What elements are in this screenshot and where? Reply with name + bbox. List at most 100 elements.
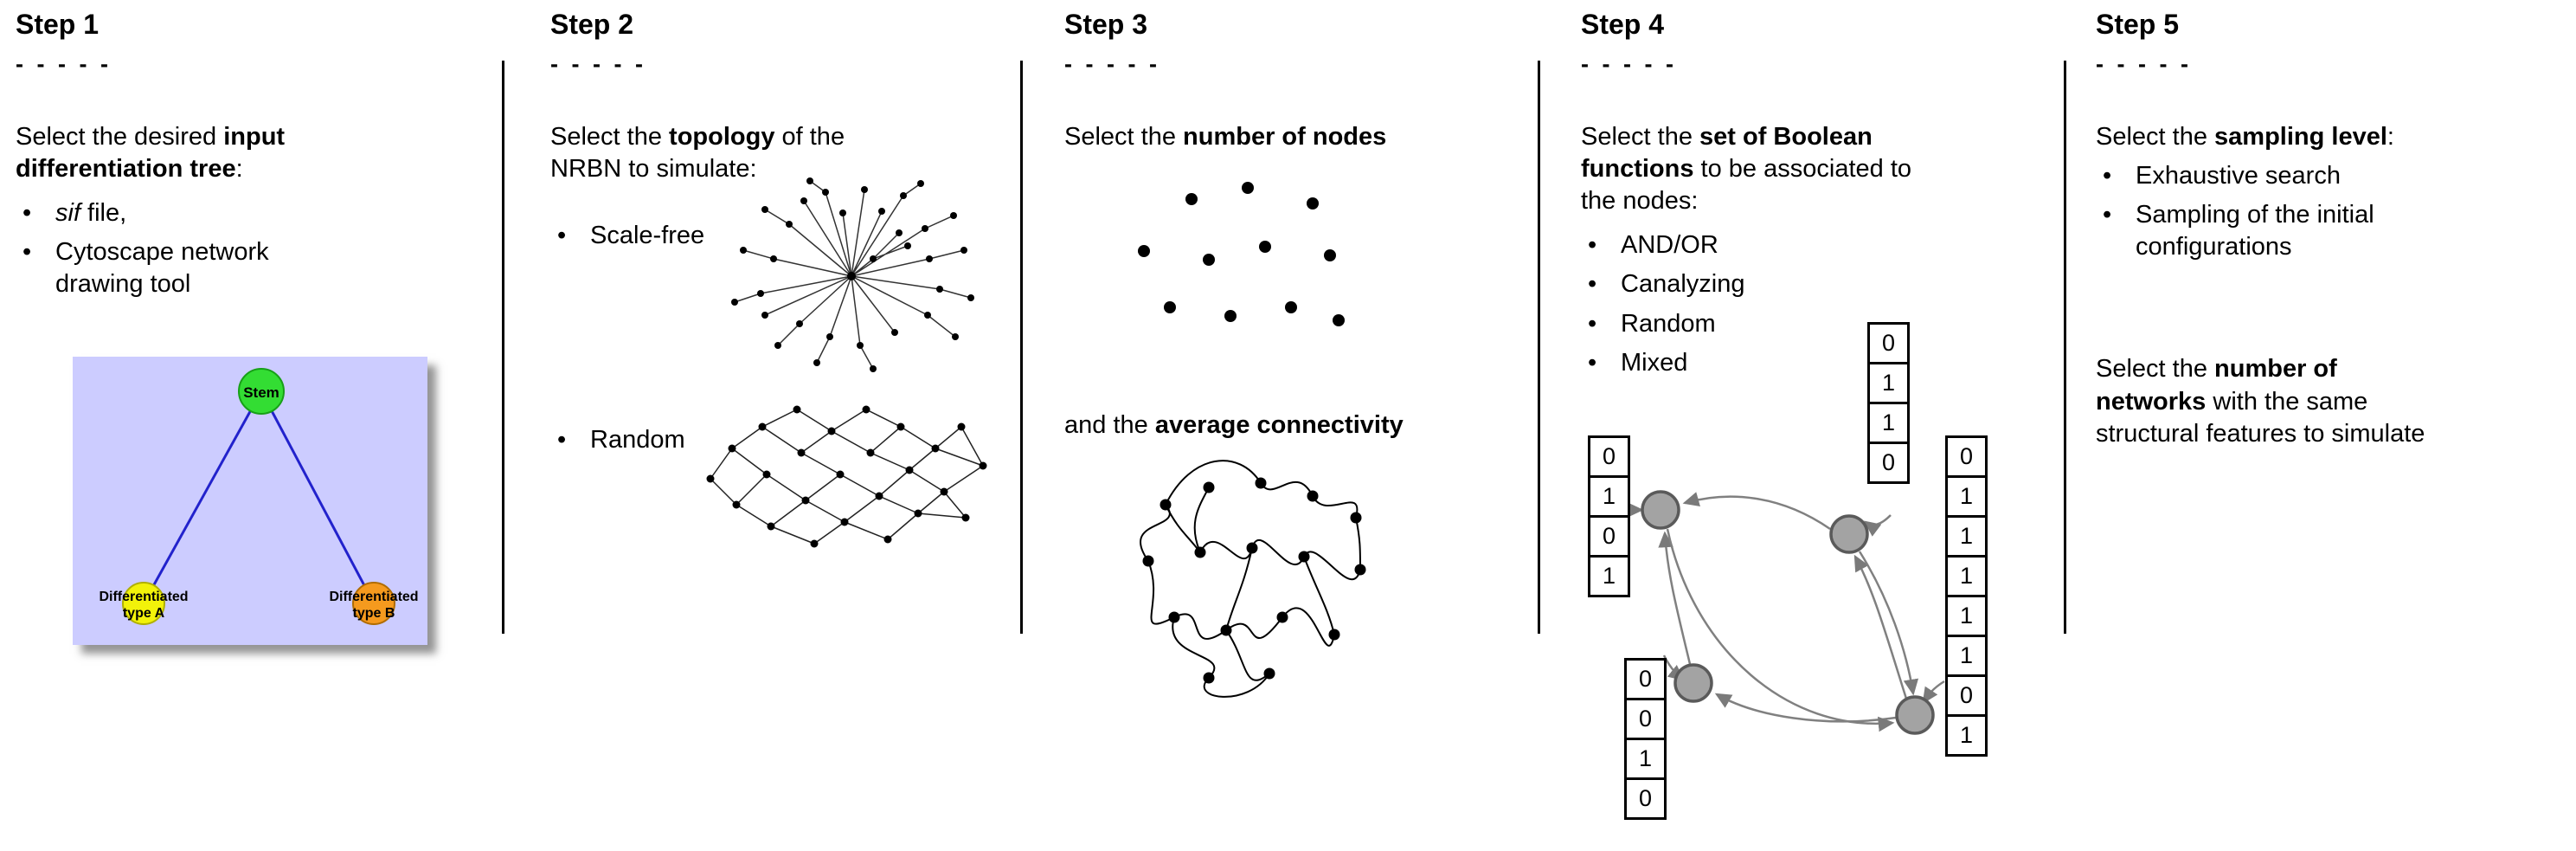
step1-intro-bold1: input: [223, 123, 286, 151]
truth-table-cell: 0: [1588, 435, 1630, 478]
step2-column: Step 2 - - - - - Select the topology of …: [550, 0, 1009, 577]
truth-table-cell: 0: [1624, 658, 1667, 700]
truth-table-cell: 1: [1945, 714, 1988, 757]
step4-dashes: - - - - -: [1581, 51, 1677, 77]
type-a-node: [122, 581, 165, 625]
step5-para2-pre: Select the: [2096, 355, 2215, 384]
stem-node: [238, 367, 285, 415]
step5-bullet2-line2: configurations: [2136, 233, 2292, 261]
connectivity-nodes: [1142, 477, 1366, 684]
boolean-network-nodes: [1641, 490, 1935, 735]
truth-table-cell: 1: [1624, 738, 1667, 780]
step4-bullet-list: AND/OR Canalyzing Random Mixed: [1581, 229, 2048, 379]
step1-bullet1-rest: file,: [80, 199, 127, 228]
step5-para2-line3: structural features to simulate: [2096, 419, 2425, 448]
step3-line1-pre: Select the: [1064, 123, 1184, 151]
step1-title: Step 1: [16, 9, 100, 40]
step2-bullet-random: Random: [550, 424, 685, 456]
step1-bullet2-line1: Cytoscape network: [55, 238, 269, 267]
step4-bullet-random: Random: [1581, 308, 2048, 340]
step1-bullet2-line2: drawing tool: [55, 270, 191, 299]
step5-bullet-exhaustive: Exhaustive search: [2096, 160, 2567, 192]
truth-table-cell: 1: [1945, 555, 1988, 597]
step4-intro-post: to be associated to: [1693, 155, 1911, 184]
step5-intro-post: :: [2386, 123, 2394, 151]
truth-table-cell: 1: [1867, 402, 1910, 444]
step5-intro: Select the sampling level:: [2096, 121, 2567, 153]
scale-free-nodes: [731, 177, 974, 373]
truth-table-cell: 1: [1945, 515, 1988, 558]
type-b-node: [352, 581, 395, 625]
truth-table-cell: 1: [1588, 555, 1630, 597]
type-a-label-line1: Differentiated: [99, 590, 188, 604]
scale-free-row: Scale-free: [550, 177, 1009, 376]
step2-intro-line2: NRBN to simulate:: [550, 155, 757, 184]
step5-intro-bold: sampling level: [2214, 123, 2387, 151]
step1-dashes: - - - - -: [16, 51, 112, 77]
step5-column: Step 5 - - - - - Select the sampling lev…: [2096, 0, 2567, 450]
truth-table-cell: 1: [1867, 362, 1910, 404]
step2-bullet-list-1: Scale-free: [550, 213, 710, 252]
step5-para2-post: with the same: [2206, 387, 2368, 416]
step5-para2-bold2: networks: [2096, 387, 2207, 416]
boolean-network-arrows: [1627, 492, 1945, 732]
type-a-label-line2: type A: [123, 606, 165, 621]
type-b-label-line2: type B: [353, 606, 395, 621]
step4-bullet-canalyzing: Canalyzing: [1581, 268, 2048, 300]
step3-column: Step 3 - - - - - Select the number of no…: [1064, 0, 1532, 712]
truth-table-cell: 0: [1867, 322, 1910, 364]
step5-intro-pre: Select the: [2096, 123, 2215, 151]
step1-intro-post: :: [235, 155, 243, 184]
step5-bullet-sampling: Sampling of the initial configurations: [2096, 199, 2567, 263]
step3-line1: Select the number of nodes: [1064, 121, 1532, 153]
step4-title: Step 4: [1581, 9, 1665, 40]
boolean-network-figure: 0 1 1 0 0 1 0 1 0 0 1 0 0 1 1 1: [1581, 313, 2031, 851]
step5-bullet2-line1: Sampling of the initial: [2136, 201, 2374, 229]
truth-table-cell: 0: [1867, 442, 1910, 484]
step2-bullet-scale-free: Scale-free: [550, 220, 710, 252]
truth-table-cell: 0: [1588, 515, 1630, 558]
step5-para2-bold1: number of: [2214, 355, 2337, 384]
step3-line1-bold: number of nodes: [1183, 123, 1387, 151]
step2-bullet-list-2: Random: [550, 417, 685, 456]
step4-intro-bold1: set of Boolean: [1699, 123, 1873, 151]
divider-4: [2064, 61, 2066, 634]
step4-column: Step 4 - - - - - Select the set of Boole…: [1581, 0, 2048, 851]
truth-table-left: 0 1 0 1: [1588, 435, 1630, 597]
type-b-label-line1: Differentiated: [329, 590, 418, 604]
step2-title: Step 2: [550, 9, 634, 40]
scale-free-network-illustration: [731, 177, 974, 373]
truth-table-bottom-left: 0 0 1 0: [1624, 658, 1667, 820]
boolean-network-illustration: [1627, 490, 1945, 735]
step1-bullet-list: sif file, Cytoscape network drawing tool: [16, 197, 487, 300]
connectivity-network-illustration: [1140, 460, 1366, 699]
truth-table-cell: 0: [1624, 698, 1667, 740]
step1-intro-bold2: differentiation tree: [16, 155, 236, 184]
nodes-scatter-illustration: [1138, 182, 1345, 327]
step4-bullet-mixed: Mixed: [1581, 347, 2048, 379]
step3-title: Step 3: [1064, 9, 1148, 40]
step3-line2-pre: and the: [1064, 411, 1155, 440]
step3-line2-bold: average connectivity: [1154, 411, 1404, 440]
step4-intro-bold2: functions: [1581, 155, 1694, 184]
random-nodes: [706, 405, 987, 548]
truth-table-cell: 1: [1945, 475, 1988, 518]
differentiation-tree-illustration: Stem Differentiated type A Differentiate…: [73, 356, 427, 645]
step2-intro-post: of the: [774, 123, 845, 151]
step1-bullet-sif-file: sif file,: [16, 197, 487, 229]
step4-intro-line3: the nodes:: [1581, 187, 1699, 216]
divider-1: [502, 61, 504, 634]
step1-bullet1-italic: sif: [55, 199, 80, 228]
step5-bullet-list: Exhaustive search Sampling of the initia…: [2096, 160, 2567, 263]
divider-3: [1538, 61, 1540, 634]
divider-2: [1020, 61, 1023, 634]
step4-bullet-and-or: AND/OR: [1581, 229, 2048, 261]
step3-line2: and the average connectivity: [1064, 409, 1532, 442]
step3-dashes: - - - - -: [1064, 51, 1160, 77]
scatter-dots: [1138, 182, 1345, 327]
